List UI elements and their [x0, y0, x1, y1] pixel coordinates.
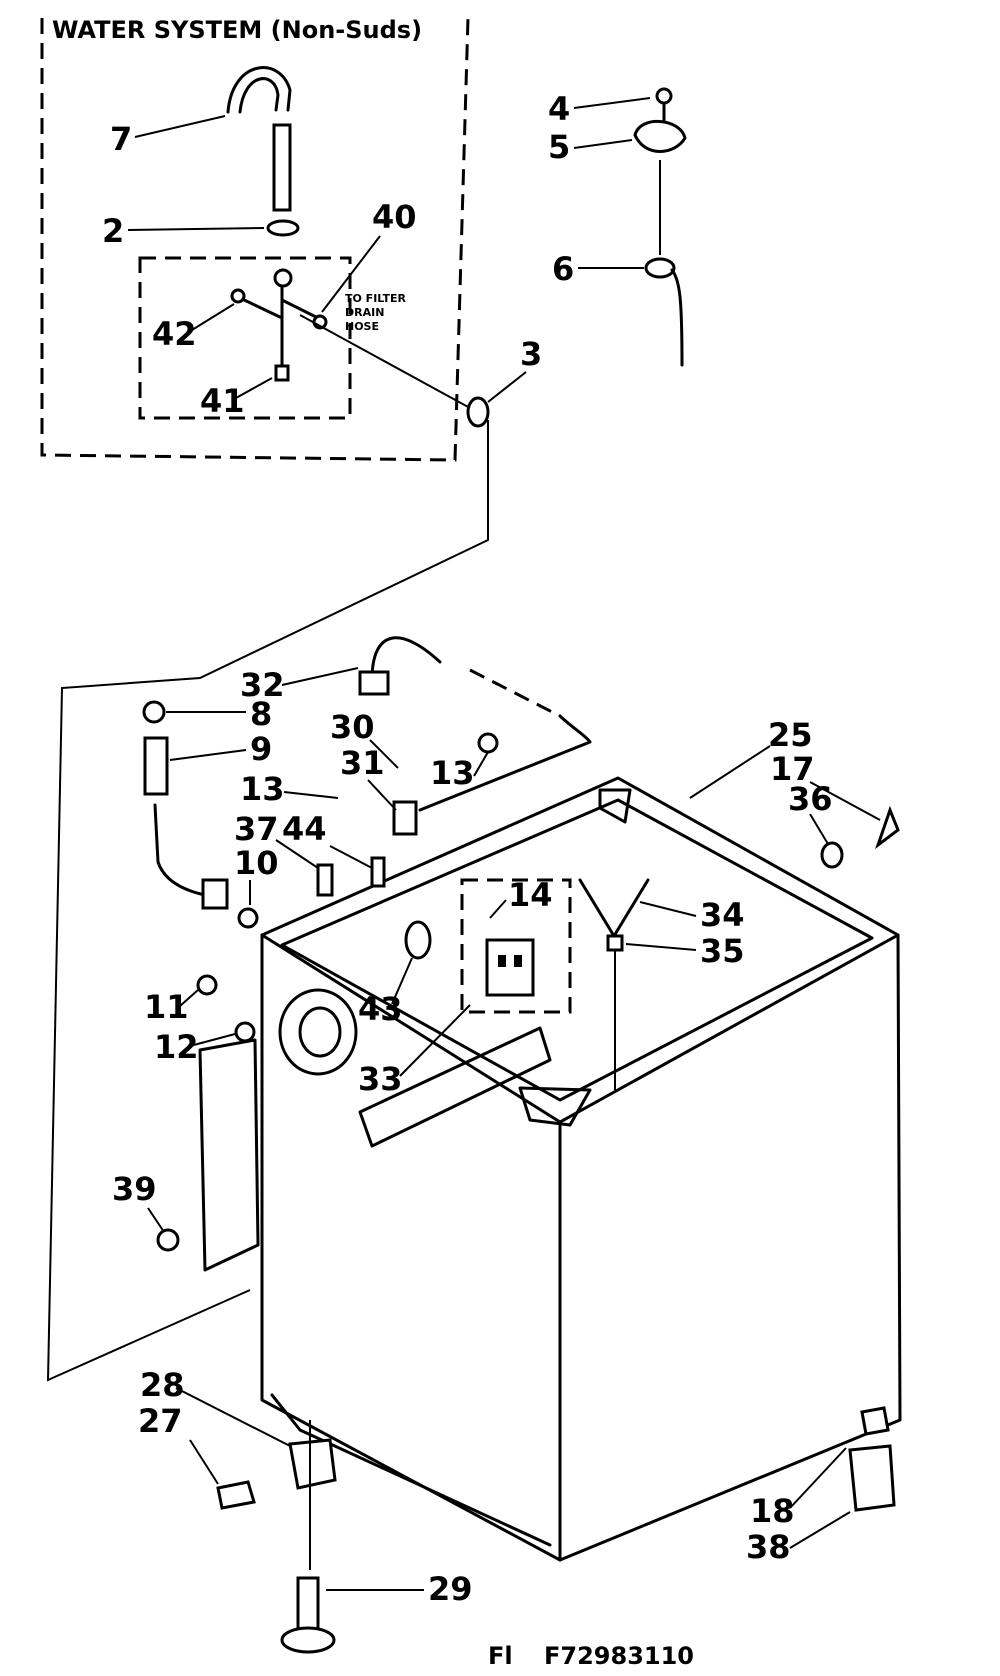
- callout-32: 32: [240, 666, 285, 704]
- drain-hose-part: [153, 803, 207, 897]
- inset-title: WATER SYSTEM (Non-Suds): [52, 16, 422, 44]
- callout-11: 11: [144, 988, 189, 1026]
- switch-part: [485, 938, 535, 997]
- hose-hook-part: [226, 66, 292, 114]
- callout-8: 8: [250, 695, 272, 733]
- hose-guide-assembly: 4 5 6: [548, 87, 687, 367]
- callout-44: 44: [282, 810, 327, 848]
- hose-clamp-part: [266, 219, 300, 237]
- callout-40: 40: [372, 198, 417, 236]
- callout-9: 9: [250, 730, 272, 768]
- leveling-leg-part: [296, 1576, 320, 1632]
- hose-section-part: [272, 123, 292, 212]
- callout-27: 27: [138, 1402, 183, 1440]
- hose-fittings: [142, 636, 900, 1252]
- fill-ring-part: [278, 988, 358, 1076]
- callout-31: 31: [340, 744, 385, 782]
- callout-13-left: 13: [240, 770, 285, 808]
- callout-34: 34: [700, 896, 745, 934]
- leveling-parts: 28 27 18 38 29: [138, 1366, 896, 1654]
- callout-39: 39: [112, 1170, 157, 1208]
- callout-35: 35: [700, 932, 745, 970]
- connector-part: [466, 396, 490, 428]
- callout-37: 37: [234, 810, 279, 848]
- callout-10: 10: [234, 844, 279, 882]
- cabinet-body: [198, 776, 902, 1562]
- screw-part: [316, 863, 334, 897]
- callout-38: 38: [746, 1528, 791, 1566]
- footer-prefix: Fl: [488, 1642, 513, 1670]
- callout-4: 4: [548, 90, 570, 128]
- footer-code: F72983110: [544, 1642, 694, 1670]
- inset-note-1: TO FILTER: [345, 292, 406, 305]
- callout-41: 41: [200, 382, 245, 420]
- screw-part: [655, 87, 673, 105]
- water-system-inset: WATER SYSTEM (Non-Suds) TO FILTER DRAIN …: [40, 16, 470, 462]
- callout-25: 25: [768, 716, 813, 754]
- callout-2: 2: [102, 212, 124, 250]
- callout-28: 28: [140, 1366, 185, 1404]
- leg-nut-part: [216, 1480, 256, 1510]
- inset-note-3: HOSE: [345, 320, 379, 333]
- callout-18: 18: [750, 1492, 795, 1530]
- hose-connector-group: 3: [46, 314, 542, 1382]
- side-panel-part: [198, 1038, 260, 1272]
- upper-callouts: 32 8 9 30 31 13 13 37 44 10 25 17 36 14 …: [112, 666, 881, 1233]
- callout-33: 33: [358, 1060, 403, 1098]
- callout-42: 42: [152, 315, 197, 353]
- callout-13-top: 13: [430, 754, 475, 792]
- callout-3: 3: [520, 335, 542, 373]
- spring-part: [578, 878, 650, 938]
- callout-17: 17: [770, 750, 815, 788]
- leg-bracket-part: [288, 1438, 337, 1490]
- inset-note-2: DRAIN: [345, 306, 384, 319]
- callout-5: 5: [548, 128, 570, 166]
- callout-30: 30: [330, 708, 375, 746]
- nut-part: [142, 700, 166, 724]
- callout-7: 7: [110, 120, 132, 158]
- rear-leg-part: [848, 1444, 896, 1512]
- washer-ring-part: [644, 257, 676, 279]
- callout-29: 29: [428, 1570, 473, 1608]
- cabinet-side-wall: [558, 933, 902, 1562]
- fill-hose-part: [370, 636, 442, 682]
- callout-36: 36: [788, 780, 833, 818]
- hose-coupling-part: [143, 736, 169, 796]
- callout-12: 12: [154, 1028, 199, 1066]
- tee-fitting-part: [238, 268, 320, 374]
- callout-6: 6: [552, 250, 574, 288]
- callout-14: 14: [508, 876, 553, 914]
- clip-part: [392, 800, 418, 836]
- hose-guide-part: [633, 120, 687, 153]
